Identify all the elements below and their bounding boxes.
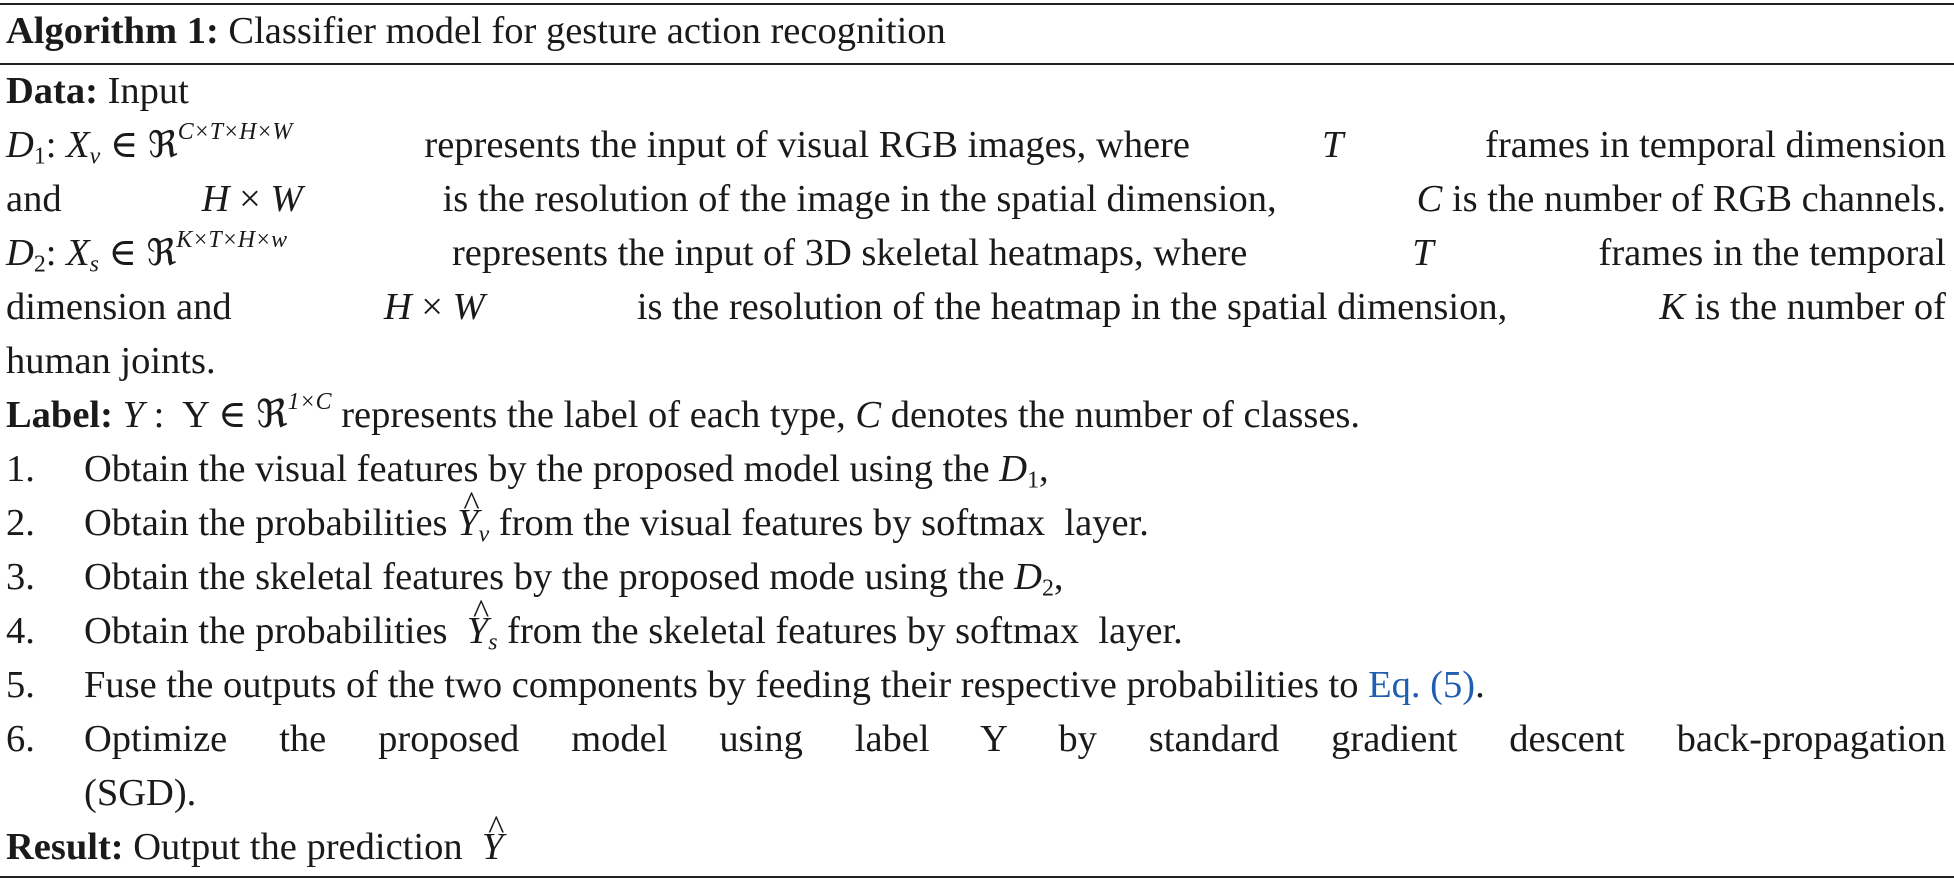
d2-line-1: D2: Xs ∈ ℜK×T×H×w represents the input o… [6, 226, 1946, 280]
equation-5-link[interactable]: Eq. (5) [1368, 664, 1476, 706]
y-hat-s: Y [467, 585, 490, 658]
step-6-text: Optimize the proposed model using label … [84, 718, 1946, 760]
d1-def: D1: Xv ∈ ℜC×T×H×W [6, 119, 293, 170]
d1-line-1: D1: Xv ∈ ℜC×T×H×W represents the input o… [6, 118, 1946, 172]
d2-line-3: human joints. [6, 340, 216, 382]
y-hat-v: Y [457, 477, 480, 550]
label-line: Label: Y : Y ∈ ℜ1×C represents the label… [6, 389, 1361, 436]
d2-def: D2: Xs ∈ ℜK×T×H×w [6, 227, 288, 278]
step-2: 2.Obtain the probabilities Yv from the v… [6, 477, 1946, 550]
title-rule [0, 63, 1954, 65]
step-4: 4.Obtain the probabilities Ys from the s… [6, 585, 1946, 658]
step-5: 5.Fuse the outputs of the two components… [6, 664, 1485, 706]
step-1: 1.Obtain the visual features by the prop… [6, 448, 1049, 494]
data-label: Data: [6, 70, 98, 112]
data-heading: Data: Input [6, 64, 1946, 118]
algorithm-title-text: Classifier model for gesture action reco… [228, 10, 946, 52]
top-rule [0, 3, 1954, 5]
d1-line-2: and H × W is the resolution of the image… [6, 178, 1946, 220]
label-label: Label: [6, 394, 113, 436]
step-6: 6. Optimize the proposed model using lab… [6, 712, 1946, 766]
result-line: Result: Output the prediction Y [6, 801, 1946, 874]
algorithm-title: Algorithm 1: Classifier model for gestur… [6, 4, 1946, 58]
data-text: Input [107, 70, 189, 112]
step-3: 3.Obtain the skeletal features by the pr… [6, 556, 1064, 602]
step-6-cont: (SGD). [84, 772, 197, 814]
algorithm-label: Algorithm 1: [6, 10, 219, 52]
d2-line-2: dimension and H × W is the resolution of… [6, 286, 1946, 328]
y-hat: Y [482, 801, 505, 874]
result-label: Result: [6, 826, 124, 868]
bottom-rule [0, 876, 1954, 878]
